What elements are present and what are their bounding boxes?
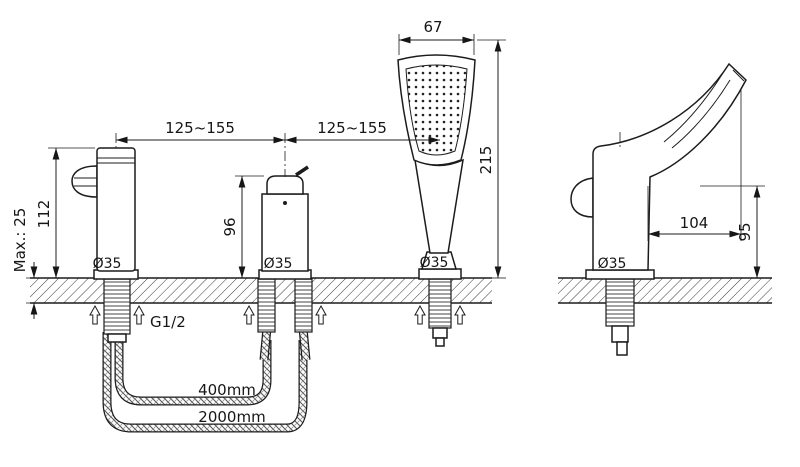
spout-threaded-tail [103, 278, 131, 335]
up-arrow-icon [89, 305, 101, 325]
dim-valve-height-label: 96 [221, 217, 239, 236]
shower-hose-2000mm-texture [103, 332, 307, 432]
deck-hatch-side [558, 278, 772, 303]
hose-long-label: 2000mm [198, 408, 265, 426]
shower-spray-face [405, 64, 468, 156]
side-tail-stub [616, 341, 628, 356]
dim-shower-height-label: 215 [477, 146, 495, 175]
spout-outlet [71, 165, 98, 198]
hole-side-label: Ø35 [598, 256, 627, 272]
side-body-and-spout [592, 62, 747, 271]
valve-threaded-tail-left [257, 278, 276, 333]
shower-tail-nut [432, 327, 448, 339]
hole-spout-label: Ø35 [93, 256, 122, 272]
up-arrow-icon [315, 305, 327, 325]
valve-hose-stub-right-texture [299, 327, 310, 361]
up-arrow-icon [414, 305, 426, 325]
dimensions-front: 67 125~155 125~155 215 112 Max.: 25 96 Ø… [11, 18, 506, 426]
hole-shower-label: Ø35 [420, 255, 449, 271]
dim-span-right-label: 125~155 [317, 119, 387, 137]
hoses [102, 327, 311, 433]
dim-head-width-label: 67 [423, 18, 442, 36]
deck-side-view [558, 277, 772, 304]
tub-spout-front [71, 147, 139, 343]
side-threaded-tail [605, 278, 635, 327]
spout-tail-nut [107, 333, 127, 343]
hose-short-label: 400mm [198, 381, 256, 399]
spout-outlet-edge [732, 69, 745, 82]
valve-threaded-tail-right [294, 278, 313, 333]
centerlines [115, 132, 621, 177]
up-arrow-icon [133, 305, 145, 325]
hole-valve-label: Ø35 [264, 256, 293, 272]
spout-shading-line [671, 79, 731, 149]
valve-lever [295, 165, 309, 177]
dim-spout-height-label: 112 [35, 200, 53, 229]
dim-reach-label: 104 [680, 214, 709, 232]
spout-shading-line [663, 72, 724, 143]
dim-side-height-label: 95 [736, 222, 754, 241]
valve-hose-stub-left-texture [260, 327, 271, 361]
valve-index-dot [283, 201, 287, 205]
up-arrow-icon [454, 305, 466, 325]
side-tail-nut [611, 325, 629, 343]
thread-size-label: G1/2 [150, 313, 186, 331]
spout-body [96, 147, 136, 272]
shower-tail-stub [435, 337, 445, 347]
dimensions-side: 104 95 Ø35 [598, 90, 765, 278]
faucet-side-view [570, 62, 747, 356]
dim-deck-max-label: Max.: 25 [11, 208, 29, 273]
up-arrow-icon [243, 305, 255, 325]
valve-handle-dome [266, 175, 304, 195]
mixer-valve-front [257, 165, 313, 333]
supply-hose-400mm-texture [115, 332, 271, 405]
dim-span-left-label: 125~155 [165, 119, 235, 137]
side-handle-knob [570, 177, 594, 218]
flow-arrows [89, 305, 466, 325]
shower-handle [414, 158, 464, 254]
shower-threaded-tail [428, 278, 452, 329]
